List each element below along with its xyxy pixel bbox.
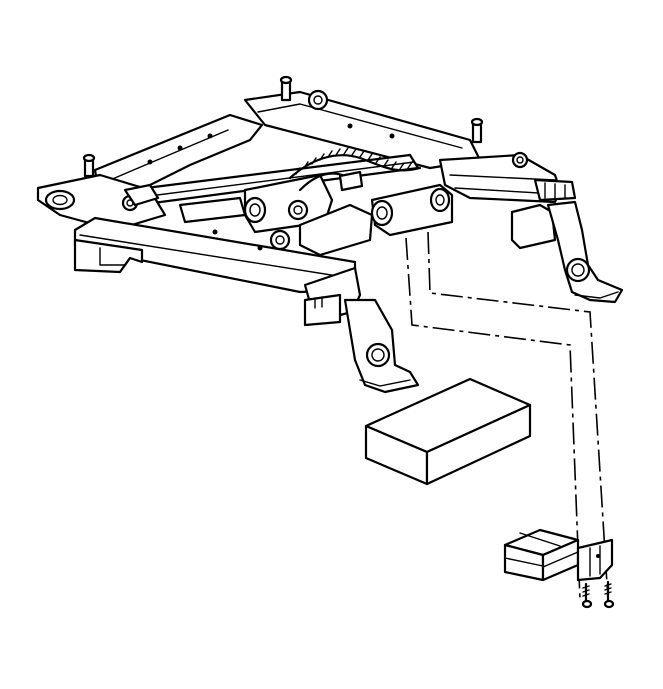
right-rail-pivot — [511, 151, 529, 169]
rear-cross-bar — [243, 90, 482, 170]
left-leg-hole — [365, 342, 391, 368]
mounting-bracket — [503, 528, 614, 582]
rear-pivot — [307, 89, 329, 111]
right-leg-clip — [510, 203, 557, 250]
module-side-face — [425, 403, 532, 486]
right-leg-hole — [565, 257, 591, 283]
harness-connector — [338, 170, 364, 192]
bracket-tab — [576, 538, 614, 582]
wire-harness — [288, 154, 422, 180]
assembly-guide-lines — [405, 231, 609, 601]
screw-2 — [603, 580, 615, 609]
left-rail-foot — [73, 238, 144, 274]
control-module — [364, 377, 532, 486]
screw-1 — [581, 582, 593, 609]
seat-adjuster-frame — [36, 75, 624, 394]
front-link-bar — [178, 196, 247, 224]
left-leg-clip — [303, 293, 342, 327]
guide-line-1 — [405, 237, 581, 601]
right-rear-leg — [546, 200, 624, 304]
guide-line-2 — [427, 231, 609, 601]
gear-box — [298, 203, 374, 257]
